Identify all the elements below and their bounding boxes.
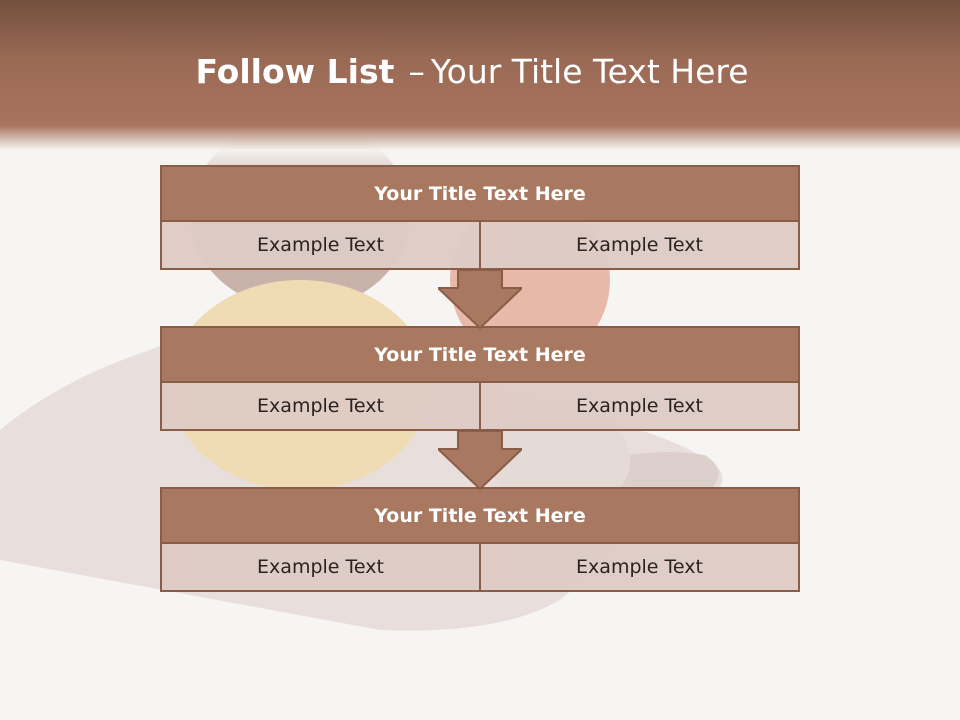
step-row: Example Text Example Text — [160, 222, 800, 270]
step-row: Example Text Example Text — [160, 383, 800, 431]
step-title: Your Title Text Here — [160, 326, 800, 383]
step-block-3: Your Title Text Here Example Text Exampl… — [160, 487, 800, 592]
title-rest: Your Title Text Here — [430, 52, 749, 91]
step-right-cell: Example Text — [481, 222, 800, 270]
down-arrow-icon — [438, 270, 522, 330]
title-dash: – — [408, 52, 425, 91]
step-block-2: Your Title Text Here Example Text Exampl… — [160, 326, 800, 431]
slide-title: Follow List–Your Title Text Here — [0, 52, 944, 91]
step-left-cell: Example Text — [160, 383, 481, 431]
step-right-cell: Example Text — [481, 544, 800, 592]
step-block-1: Your Title Text Here Example Text Exampl… — [160, 165, 800, 270]
title-bold: Follow List — [195, 52, 395, 91]
step-row: Example Text Example Text — [160, 544, 800, 592]
header-band — [0, 0, 960, 190]
step-left-cell: Example Text — [160, 222, 481, 270]
down-arrow-icon — [438, 431, 522, 491]
step-right-cell: Example Text — [481, 383, 800, 431]
step-title: Your Title Text Here — [160, 487, 800, 544]
step-left-cell: Example Text — [160, 544, 481, 592]
step-title: Your Title Text Here — [160, 165, 800, 222]
